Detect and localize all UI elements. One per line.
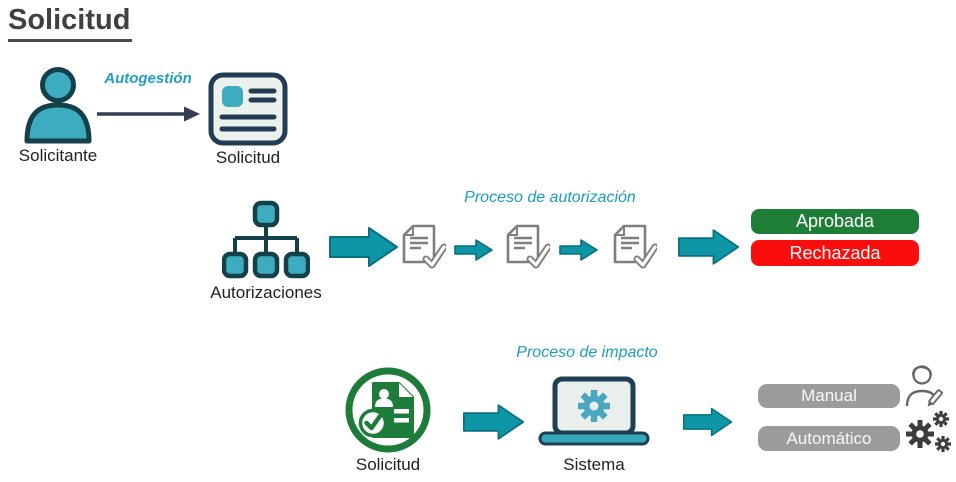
request-approved-badge-icon	[344, 366, 432, 454]
autogestion-label: Autogestión	[104, 70, 192, 87]
block-arrow-icon	[683, 404, 733, 440]
approved-label: Aprobada	[795, 211, 875, 231]
document-check-icon	[611, 224, 657, 272]
block-arrow-icon	[678, 227, 740, 267]
request-card-icon	[208, 72, 288, 146]
page-title: Solicitud	[8, 4, 133, 42]
person-writing-icon	[901, 362, 943, 410]
request-card-label: Solicitud	[215, 148, 281, 167]
automatic-label: Automático	[786, 428, 872, 448]
manual-label: Manual	[801, 386, 857, 405]
gears-icon	[903, 410, 953, 454]
laptop-gear-icon	[538, 376, 650, 448]
block-arrow-icon	[463, 403, 525, 441]
block-arrow-icon	[454, 238, 494, 262]
authorizations-label: Autorizaciones	[210, 283, 322, 302]
org-chart-icon	[222, 200, 310, 280]
rejected-status-badge: Rechazada	[751, 240, 919, 266]
rejected-label: Rechazada	[789, 242, 881, 263]
approved-status-badge: Aprobada	[751, 209, 919, 234]
impact-process-label: Proceso de impacto	[516, 344, 658, 361]
block-arrow-icon	[329, 226, 399, 268]
block-arrow-icon	[559, 238, 599, 262]
automatic-status-badge: Automático	[758, 426, 900, 451]
person-icon	[20, 64, 96, 144]
manual-status-badge: Manual	[758, 384, 900, 408]
document-check-icon	[400, 224, 446, 272]
system-label: Sistema	[563, 455, 625, 474]
request-badge-label: Solicitud	[355, 455, 421, 474]
authorization-process-label: Proceso de autorización	[464, 189, 636, 206]
requester-label: Solicitante	[18, 146, 98, 165]
document-check-icon	[504, 224, 550, 272]
thin-arrow-icon	[95, 103, 201, 125]
